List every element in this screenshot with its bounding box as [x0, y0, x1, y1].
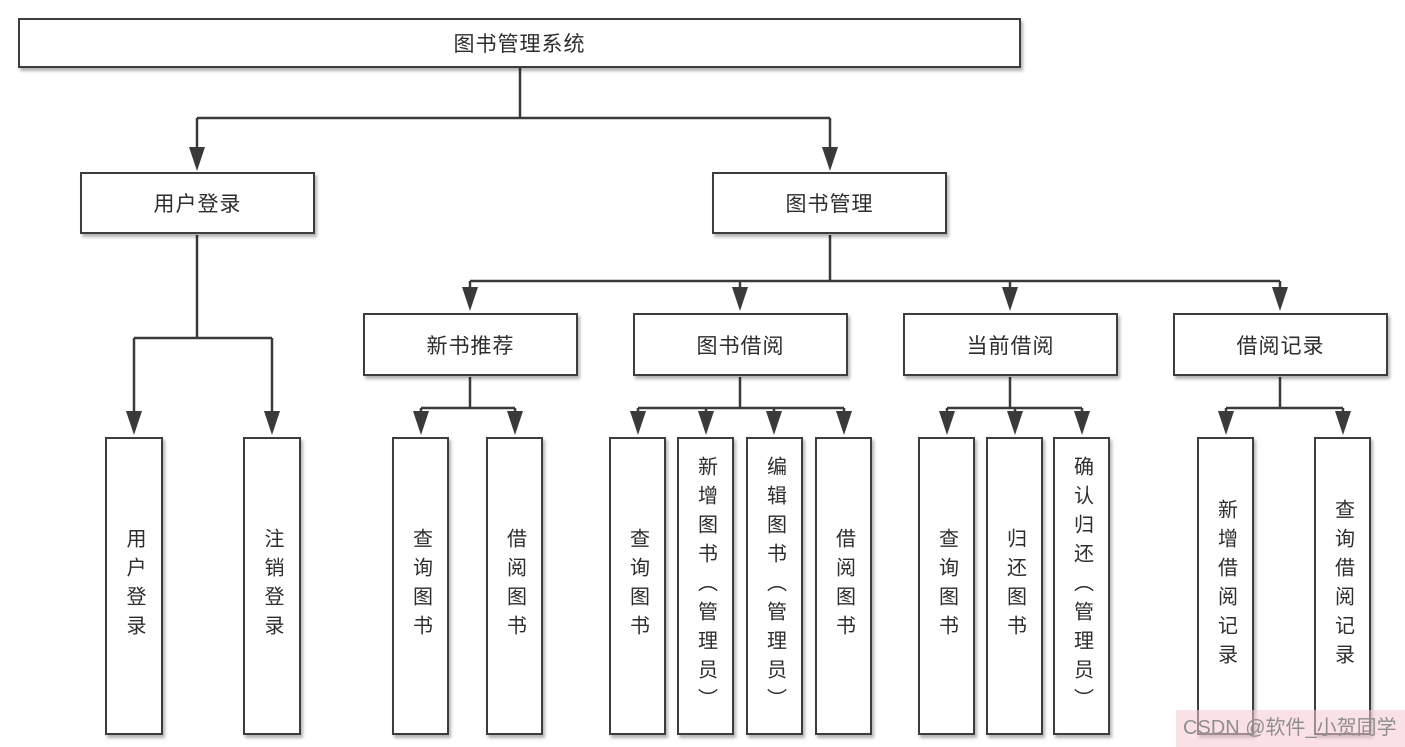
node-label: 归还图书	[1003, 528, 1026, 644]
leaf-logout: 注销登录	[243, 437, 301, 735]
node-label: 查询图书	[626, 528, 649, 644]
leaf-add-borrow-record: 新增借阅记录	[1197, 437, 1254, 735]
node-label: 图书管理	[785, 193, 874, 216]
node-new-book-recommendation: 新书推荐	[363, 313, 578, 376]
node-label: 查询图书	[935, 528, 958, 644]
node-label: 确认归还（管理员）	[1070, 455, 1093, 717]
leaf-edit-book-admin: 编辑图书（管理员）	[746, 437, 803, 735]
node-label: 新增借阅记录	[1214, 499, 1237, 673]
leaf-query-book: 查询图书	[392, 437, 449, 735]
node-label: 用户登录	[123, 528, 145, 644]
node-label: 查询借阅记录	[1331, 499, 1354, 673]
leaf-confirm-return-admin: 确认归还（管理员）	[1053, 437, 1110, 735]
node-borrowing-records: 借阅记录	[1173, 313, 1388, 376]
node-label: 图书借阅	[696, 334, 785, 358]
node-current-borrowing: 当前借阅	[903, 313, 1118, 376]
leaf-user-login: 用户登录	[105, 437, 163, 735]
leaf-borrow-book: 借阅图书	[815, 437, 872, 735]
node-label: 图书管理系统	[453, 33, 586, 56]
arrowhead-icons	[126, 147, 1351, 435]
watermark-text: CSDN @软件_小贺同学	[1183, 717, 1397, 739]
leaf-query-borrow-record: 查询借阅记录	[1314, 437, 1371, 735]
node-label: 编辑图书（管理员）	[763, 455, 786, 717]
node-label: 借阅图书	[832, 528, 855, 644]
node-label: 借阅图书	[503, 528, 526, 644]
watermark: CSDN @软件_小贺同学	[1183, 712, 1405, 744]
leaf-add-book-admin: 新增图书（管理员）	[677, 437, 734, 735]
node-label: 用户登录	[153, 193, 242, 216]
node-label: 注销登录	[261, 528, 283, 644]
node-label: 新增图书（管理员）	[694, 455, 717, 717]
node-user-login: 用户登录	[80, 172, 315, 234]
leaf-query-book: 查询图书	[609, 437, 666, 735]
node-label: 借阅记录	[1236, 334, 1325, 358]
tree-branch-lines	[132, 68, 1345, 413]
node-label: 新书推荐	[426, 334, 515, 358]
node-book-management: 图书管理	[712, 172, 947, 234]
leaf-query-book: 查询图书	[918, 437, 975, 735]
node-book-borrowing: 图书借阅	[633, 313, 848, 376]
leaf-borrow-book: 借阅图书	[486, 437, 543, 735]
leaf-return-book: 归还图书	[986, 437, 1043, 735]
node-library-management-system: 图书管理系统	[18, 18, 1021, 68]
node-label: 当前借阅	[966, 334, 1055, 358]
node-label: 查询图书	[409, 528, 432, 644]
watermark-background	[1176, 710, 1405, 747]
